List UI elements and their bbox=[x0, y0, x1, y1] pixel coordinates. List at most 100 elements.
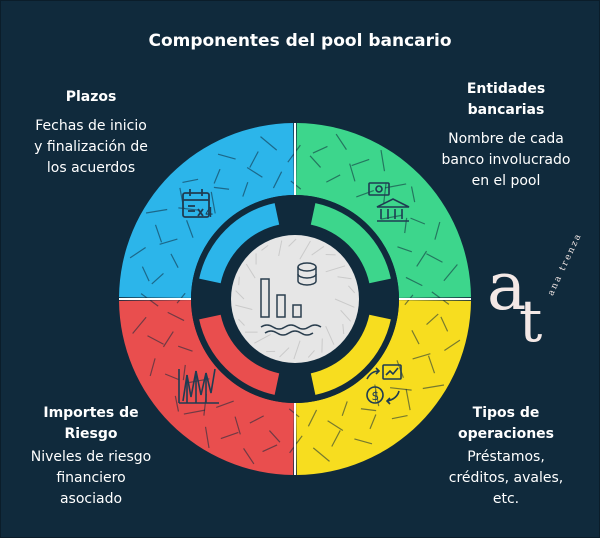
texture-stroke bbox=[216, 400, 234, 408]
texture-stroke bbox=[182, 364, 186, 381]
texture-stroke bbox=[170, 253, 179, 268]
texture-stroke bbox=[183, 409, 206, 415]
texture-stroke bbox=[213, 168, 221, 184]
inner-band bbox=[199, 203, 391, 395]
center-texture-stroke bbox=[334, 298, 355, 308]
plazos-line: y finalización de bbox=[34, 139, 148, 155]
texture-stroke bbox=[167, 311, 185, 322]
texture-stroke bbox=[405, 276, 423, 287]
page-title: Componentes del pool bancario bbox=[148, 31, 452, 51]
texture-stroke bbox=[182, 178, 199, 184]
texture-stroke bbox=[411, 330, 420, 345]
entidades-inner-segment bbox=[310, 203, 391, 284]
importes-heading: Importes de Riesgo bbox=[11, 403, 171, 445]
texture-stroke bbox=[410, 217, 426, 225]
texture-stroke bbox=[132, 316, 147, 334]
logo-letter-a: a bbox=[487, 248, 526, 325]
segment-texture bbox=[119, 123, 471, 475]
texture-stroke bbox=[390, 387, 412, 391]
tipos-line: Préstamos, bbox=[467, 449, 545, 465]
center-texture-stroke bbox=[278, 240, 283, 257]
texture-stroke bbox=[426, 313, 439, 326]
center-texture-stroke bbox=[307, 350, 315, 358]
texture-stroke bbox=[204, 426, 210, 449]
center-texture bbox=[235, 238, 356, 360]
pool-ring-diagram: 4 $ bbox=[119, 123, 471, 475]
texture-stroke bbox=[380, 149, 386, 172]
center-texture-stroke bbox=[261, 244, 269, 251]
texture-stroke bbox=[149, 358, 156, 377]
plazos-inner-segment bbox=[199, 203, 280, 284]
risk-chart-icon bbox=[178, 368, 219, 404]
texture-stroke bbox=[434, 221, 441, 240]
logo-letter-t: t bbox=[519, 287, 542, 351]
texture-stroke bbox=[327, 420, 344, 432]
texture-stroke bbox=[443, 264, 458, 282]
texture-stroke bbox=[162, 331, 174, 348]
texture-stroke bbox=[349, 163, 356, 182]
center-texture-stroke bbox=[340, 309, 352, 322]
texture-stroke bbox=[272, 171, 283, 189]
texture-stroke bbox=[369, 414, 377, 430]
tipos-block: Tipos de operaciones Préstamos, créditos… bbox=[421, 403, 591, 510]
plazos-heading: Plazos bbox=[65, 89, 117, 105]
texture-stroke bbox=[335, 133, 347, 150]
texture-stroke bbox=[147, 335, 164, 345]
entidades-heading: Entidades bancarias bbox=[421, 79, 591, 121]
texture-stroke bbox=[141, 266, 150, 282]
center-texture-stroke bbox=[238, 276, 240, 286]
texture-stroke bbox=[246, 166, 263, 178]
importes-heading-line: Importes de bbox=[43, 405, 139, 421]
texture-stroke bbox=[354, 438, 373, 445]
center-texture-stroke bbox=[238, 318, 245, 326]
tipos-heading: Tipos de operaciones bbox=[421, 403, 591, 445]
texture-stroke bbox=[380, 214, 403, 220]
bank-pool-icon bbox=[260, 262, 322, 336]
texture-stroke bbox=[178, 207, 200, 211]
center-texture-stroke bbox=[293, 340, 301, 360]
texture-stroke bbox=[440, 316, 449, 332]
texture-stroke bbox=[242, 181, 249, 197]
texture-stroke bbox=[405, 388, 411, 411]
plazos-block: Plazos Fechas de inicio y finalización d… bbox=[11, 87, 171, 179]
texture-stroke bbox=[234, 416, 241, 435]
importes-line: financiero bbox=[56, 470, 126, 486]
logo-tagline: ana trenza bbox=[546, 231, 584, 297]
texture-stroke bbox=[412, 353, 431, 360]
tipos-description: Préstamos, créditos, avales, etc. bbox=[421, 447, 591, 510]
texture-stroke bbox=[174, 395, 180, 412]
texture-stroke bbox=[213, 186, 230, 190]
texture-stroke bbox=[427, 355, 436, 374]
center-texture-stroke bbox=[235, 304, 253, 311]
texture-stroke bbox=[331, 430, 341, 447]
entidades-line: Nombre de cada bbox=[448, 131, 564, 147]
center-texture-stroke bbox=[235, 290, 245, 300]
center-texture-stroke bbox=[325, 265, 346, 273]
texture-stroke bbox=[426, 253, 443, 263]
plazos-line: los acuerdos bbox=[46, 160, 136, 176]
importes-block: Importes de Riesgo Niveles de riesgo fin… bbox=[11, 403, 171, 510]
texture-stroke bbox=[383, 182, 387, 204]
center-texture-stroke bbox=[288, 238, 297, 247]
entidades-line: banco involucrado bbox=[441, 152, 571, 168]
entidades-block: Entidades bancarias Nombre de cada banco… bbox=[421, 79, 591, 192]
center-texture-stroke bbox=[245, 263, 256, 279]
svg-text:$: $ bbox=[372, 389, 380, 403]
texture-stroke bbox=[416, 250, 428, 267]
texture-stroke bbox=[243, 448, 255, 465]
texture-stroke bbox=[186, 220, 194, 238]
importes-inner-segment bbox=[199, 314, 280, 395]
texture-stroke bbox=[249, 415, 264, 424]
exchange-dollar-icon: $ bbox=[366, 364, 402, 405]
texture-stroke bbox=[260, 136, 278, 151]
texture-stroke bbox=[154, 224, 163, 243]
texture-stroke bbox=[210, 191, 216, 214]
center-texture-stroke bbox=[348, 285, 356, 294]
texture-stroke bbox=[356, 190, 374, 198]
center-texture-stroke bbox=[342, 324, 345, 335]
entidades-heading-line: Entidades bbox=[466, 81, 546, 97]
tipos-inner-segment bbox=[310, 314, 391, 395]
texture-stroke bbox=[164, 373, 180, 381]
texture-stroke bbox=[360, 408, 377, 412]
